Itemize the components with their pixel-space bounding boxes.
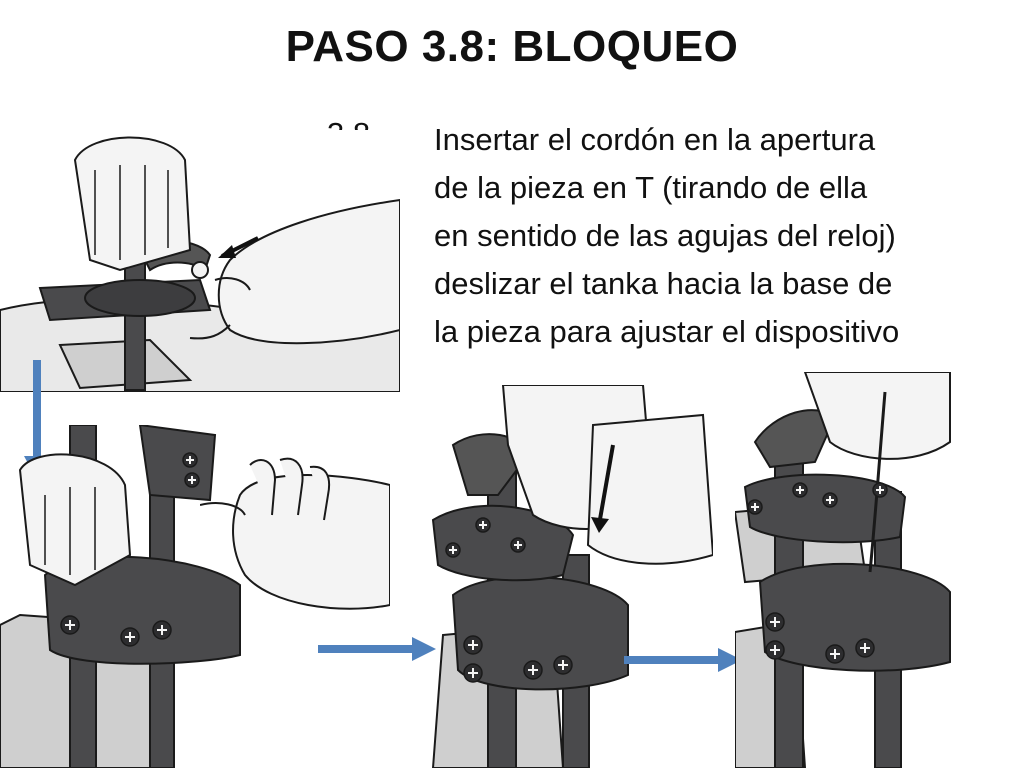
step-instructions: Insertar el cordón en la apertura de la …	[434, 116, 994, 356]
illustration-slide-tanka	[413, 385, 713, 768]
step-line: deslizar el tanka hacia la base de	[434, 266, 893, 301]
illustration-insert-cord	[0, 130, 400, 392]
step-line: de la pieza en T (tirando de ella	[434, 170, 868, 205]
step-line: en sentido de las agujas del reloj)	[434, 218, 896, 253]
illustration-device-adjusted	[735, 372, 1024, 768]
step-line: la pieza para ajustar el dispositivo	[434, 314, 900, 349]
illustration-pull-cord	[200, 455, 390, 615]
flow-arrow-right	[318, 635, 438, 663]
flow-arrow-right	[624, 646, 744, 674]
illustration-device-hands	[0, 425, 250, 768]
step-line: Insertar el cordón en la apertura	[434, 122, 876, 157]
slide-title: PASO 3.8: BLOQUEO	[285, 22, 739, 71]
